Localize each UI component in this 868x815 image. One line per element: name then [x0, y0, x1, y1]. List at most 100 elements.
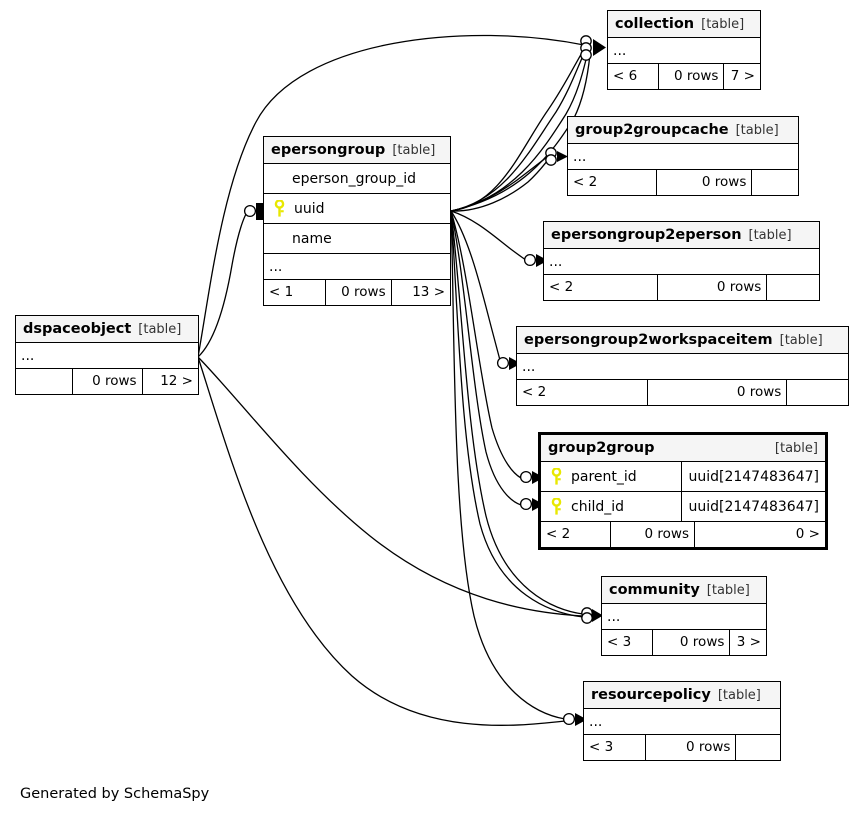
table-more-columns-row: ...	[568, 144, 798, 170]
footer-parents-count: < 3	[589, 739, 614, 755]
table-title-epersongroup2workspaceitem: epersongroup2workspaceitem	[524, 331, 773, 348]
table-node-group2groupcache[interactable]: group2groupcache [table]... < 2 0 rows	[567, 116, 799, 196]
table-header-epersongroup2eperson: epersongroup2eperson [table]	[544, 222, 819, 249]
footer-children-count: 0 >	[694, 522, 825, 547]
footer-parents-count	[16, 369, 72, 394]
footer-parents-count: < 1	[269, 284, 294, 300]
table-type-tag: [table]	[717, 687, 761, 703]
edge-epersongroup-epersongroup2workspaceitem	[450, 210, 502, 365]
table-node-epersongroup2workspaceitem[interactable]: epersongroup2workspaceitem [table]... < 2 0…	[516, 326, 849, 406]
column-name: eperson_group_id	[292, 170, 417, 187]
column-name: child_id	[571, 498, 625, 515]
table-header-epersongroup: epersongroup [table]	[264, 137, 450, 164]
table-title-epersongroup2eperson: epersongroup2eperson	[551, 226, 742, 243]
table-more-columns-row: ...	[16, 343, 198, 369]
table-type-tag: [table]	[735, 122, 779, 138]
footer-children-count: 7 >	[723, 64, 760, 89]
footer-parents-count: < 2	[573, 174, 598, 190]
footer-children-count	[766, 275, 819, 300]
table-type-tag: [table]	[779, 332, 823, 348]
table-title-group2groupcache: group2groupcache	[575, 121, 729, 138]
edge-epersongroup-group2groupcache-2	[450, 159, 549, 212]
endpoint-epersongroup-uuid	[243, 203, 264, 220]
table-type-tag: [table]	[706, 582, 750, 598]
edge-dspaceobject-epersongroup	[197, 210, 249, 358]
table-header-dspaceobject: dspaceobject [table]	[16, 316, 198, 343]
table-more-columns-row: ...	[264, 254, 450, 280]
table-column-row: eperson_group_id	[264, 164, 450, 194]
table-title-community: community	[609, 581, 700, 598]
table-header-collection: collection [table]	[608, 11, 760, 38]
column-datatype: uuid[2147483647]	[681, 492, 825, 521]
column-datatype: uuid[2147483647]	[681, 462, 825, 491]
table-header-group2groupcache: group2groupcache [table]	[568, 117, 798, 144]
footer-parents-count: < 3	[607, 634, 632, 650]
table-more-columns-row: ...	[608, 38, 760, 64]
edge-epersongroup-group2group-child	[450, 210, 522, 506]
table-title-collection: collection	[615, 15, 695, 32]
edge-epersongroup-epersongroup2eperson	[450, 210, 528, 262]
footer-children-count: 3 >	[729, 630, 766, 655]
edge-epersongroup-collection-1	[450, 47, 586, 212]
footer-row-count: 0 rows	[325, 280, 390, 305]
footer-row-count: 0 rows	[645, 735, 735, 760]
table-header-resourcepolicy: resourcepolicy [table]	[584, 682, 780, 709]
edge-dspaceobject-resourcepolicy	[197, 356, 566, 726]
table-header-community: community [table]	[602, 577, 766, 604]
footer-row-count: 0 rows	[610, 522, 694, 547]
table-type-tag: [table]	[701, 16, 745, 32]
table-footer-epersongroup2workspaceitem: < 2 0 rows	[517, 380, 848, 405]
table-more-columns-row: ...	[584, 709, 780, 735]
footer-parents-count: < 2	[549, 279, 574, 295]
column-name: name	[292, 230, 332, 247]
table-header-epersongroup2workspaceitem: epersongroup2workspaceitem [table]	[517, 327, 848, 354]
table-column-row: child_id uuid[2147483647]	[541, 492, 825, 522]
table-title-dspaceobject: dspaceobject	[23, 320, 132, 337]
table-type-tag: [table]	[748, 227, 792, 243]
table-column-row: uuid	[264, 194, 450, 224]
footer-children-count	[735, 735, 780, 760]
table-node-resourcepolicy[interactable]: resourcepolicy [table]... < 3 0 rows	[583, 681, 781, 761]
footer-parents-count: < 2	[546, 526, 571, 542]
footer-children-count: 13 >	[390, 280, 450, 305]
column-name: parent_id	[571, 468, 637, 485]
table-title-group2group: group2group	[548, 439, 655, 456]
table-title-epersongroup: epersongroup	[271, 141, 386, 158]
table-more-columns-row: ...	[544, 249, 819, 275]
footer-row-count: 0 rows	[656, 170, 751, 195]
table-title-resourcepolicy: resourcepolicy	[591, 686, 711, 703]
footer-row-count: 0 rows	[652, 630, 729, 655]
footer-children-count: 12 >	[141, 369, 198, 394]
edge-epersongroup-group2groupcache-1	[450, 155, 549, 212]
table-node-group2group[interactable]: group2group [table] parent_id uuid[21474836…	[538, 432, 828, 550]
primary-key-icon	[547, 462, 565, 492]
footer-row-count: 0 rows	[647, 380, 786, 405]
footer-parents-count: < 2	[522, 384, 547, 400]
table-more-columns-row: ...	[602, 604, 766, 630]
table-more-columns-row: ...	[517, 354, 848, 380]
schemaspy-credit: Generated by SchemaSpy	[20, 786, 210, 802]
endpoint-collection	[580, 35, 606, 61]
primary-key-icon	[270, 194, 288, 224]
table-header-group2group: group2group [table]	[541, 435, 825, 462]
table-type-tag: [table]	[774, 440, 818, 456]
endpoint-community	[581, 607, 603, 624]
footer-row-count: 0 rows	[72, 369, 141, 394]
table-type-tag: [table]	[392, 142, 436, 158]
edge-epersongroup-group2group-parent	[450, 210, 522, 479]
footer-children-count	[751, 170, 798, 195]
table-type-tag: [table]	[138, 321, 182, 337]
column-name: uuid	[294, 200, 325, 217]
